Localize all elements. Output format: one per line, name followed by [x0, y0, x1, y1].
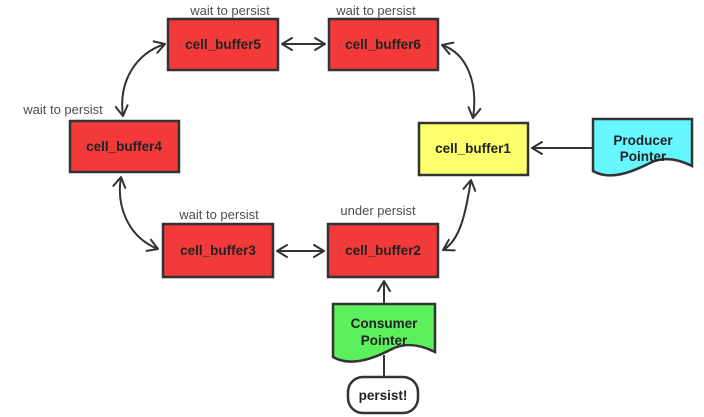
- node-cell-buffer2[interactable]: cell_buffer2: [326, 222, 440, 279]
- cell-buffer1-label: cell_buffer1: [435, 141, 511, 156]
- cell-buffer2-box: [326, 222, 440, 279]
- consumer-pointer-label-line2: Pointer: [361, 333, 408, 348]
- cell-buffer2-label: cell_buffer2: [345, 243, 421, 258]
- node-consumer-pointer[interactable]: Consumer Pointer: [331, 302, 437, 363]
- connectors: [112, 37, 592, 376]
- node-cell-buffer4[interactable]: cell_buffer4: [68, 119, 181, 174]
- node-cell-buffer6[interactable]: cell_buffer6: [327, 17, 440, 72]
- cell-buffer1-box: [417, 121, 530, 177]
- node-persist[interactable]: persist!: [346, 375, 420, 415]
- status-label-buffer4: wait to persist: [22, 102, 103, 117]
- cell-buffer5-label: cell_buffer5: [185, 37, 261, 52]
- node-cell-buffer5[interactable]: cell_buffer5: [166, 17, 280, 72]
- connector-buffer6-buffer1: [441, 41, 482, 119]
- connector-buffer4-buffer3: [112, 176, 159, 252]
- cell-buffer6-label: cell_buffer6: [345, 37, 421, 52]
- node-cell-buffer3[interactable]: cell_buffer3: [161, 222, 275, 279]
- consumer-pointer-label-line1: Consumer: [351, 316, 419, 331]
- connector-buffer1-buffer2: [442, 179, 477, 252]
- cell-buffer3-label: cell_buffer3: [180, 243, 256, 258]
- producer-pointer-shape: [591, 117, 694, 177]
- persist-label: persist!: [359, 388, 408, 403]
- consumer-pointer-shape: [331, 302, 437, 363]
- status-label-buffer2: under persist: [340, 203, 416, 218]
- status-label-buffer3: wait to persist: [178, 207, 259, 222]
- persist-box: [346, 375, 420, 415]
- cell-buffer5-box: [166, 17, 280, 72]
- cell-buffer6-box: [327, 17, 440, 72]
- cell-buffer4-label: cell_buffer4: [86, 139, 162, 154]
- status-label-buffer5: wait to persist: [189, 3, 270, 18]
- producer-pointer-label-line2: Pointer: [620, 149, 667, 164]
- connector-buffer5-buffer4: [114, 40, 166, 117]
- cell-buffer4-box: [68, 119, 181, 174]
- producer-pointer-label-line1: Producer: [613, 133, 673, 148]
- status-label-buffer6: wait to persist: [335, 3, 416, 18]
- cell-buffer3-box: [161, 222, 275, 279]
- node-cell-buffer1[interactable]: cell_buffer1: [417, 121, 530, 177]
- node-producer-pointer[interactable]: Producer Pointer: [591, 117, 694, 177]
